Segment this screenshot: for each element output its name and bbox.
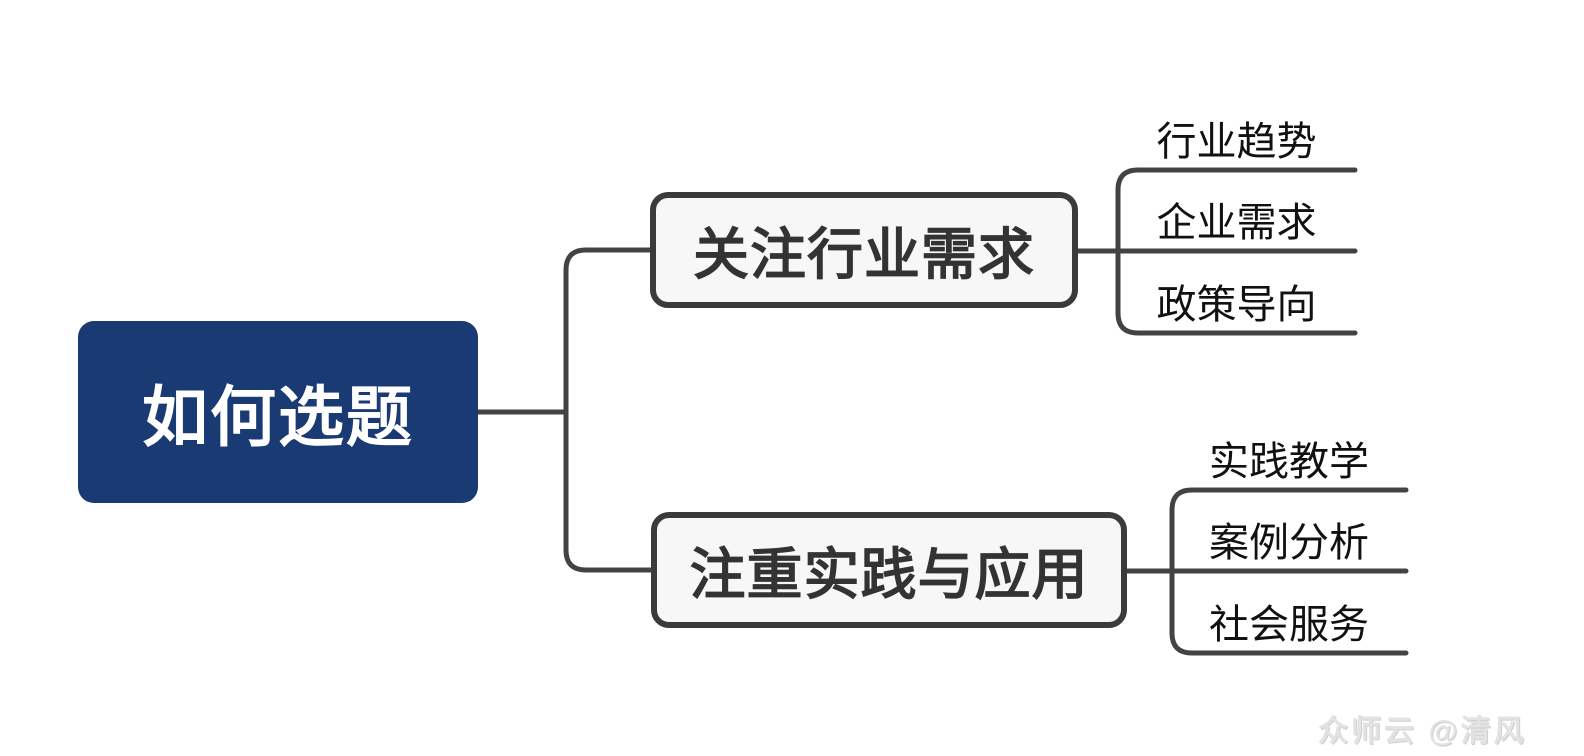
leaf-node-practice-teaching[interactable]: 实践教学 bbox=[1209, 440, 1369, 484]
connector-branch2-children-bracket bbox=[1169, 487, 1409, 656]
branch-node-industry-demand[interactable]: 关注行业需求 bbox=[650, 192, 1078, 308]
connector-root-to-branches-bracket bbox=[563, 247, 654, 573]
leaf-node-enterprise-needs[interactable]: 企业需求 bbox=[1156, 201, 1317, 245]
leaf-node-case-analysis[interactable]: 案例分析 bbox=[1209, 521, 1369, 565]
root-node-topic[interactable]: 如何选题 bbox=[78, 321, 478, 503]
connector-branch1-children-bracket bbox=[1115, 167, 1358, 336]
leaf-node-policy-orientation[interactable]: 政策导向 bbox=[1156, 283, 1317, 327]
leaf-node-industry-trends[interactable]: 行业趋势 bbox=[1156, 120, 1317, 164]
branch-node-practice-application[interactable]: 注重实践与应用 bbox=[651, 512, 1127, 628]
watermark: 众师云 @清风 bbox=[1318, 715, 1527, 748]
leaf-node-social-service[interactable]: 社会服务 bbox=[1209, 603, 1369, 647]
